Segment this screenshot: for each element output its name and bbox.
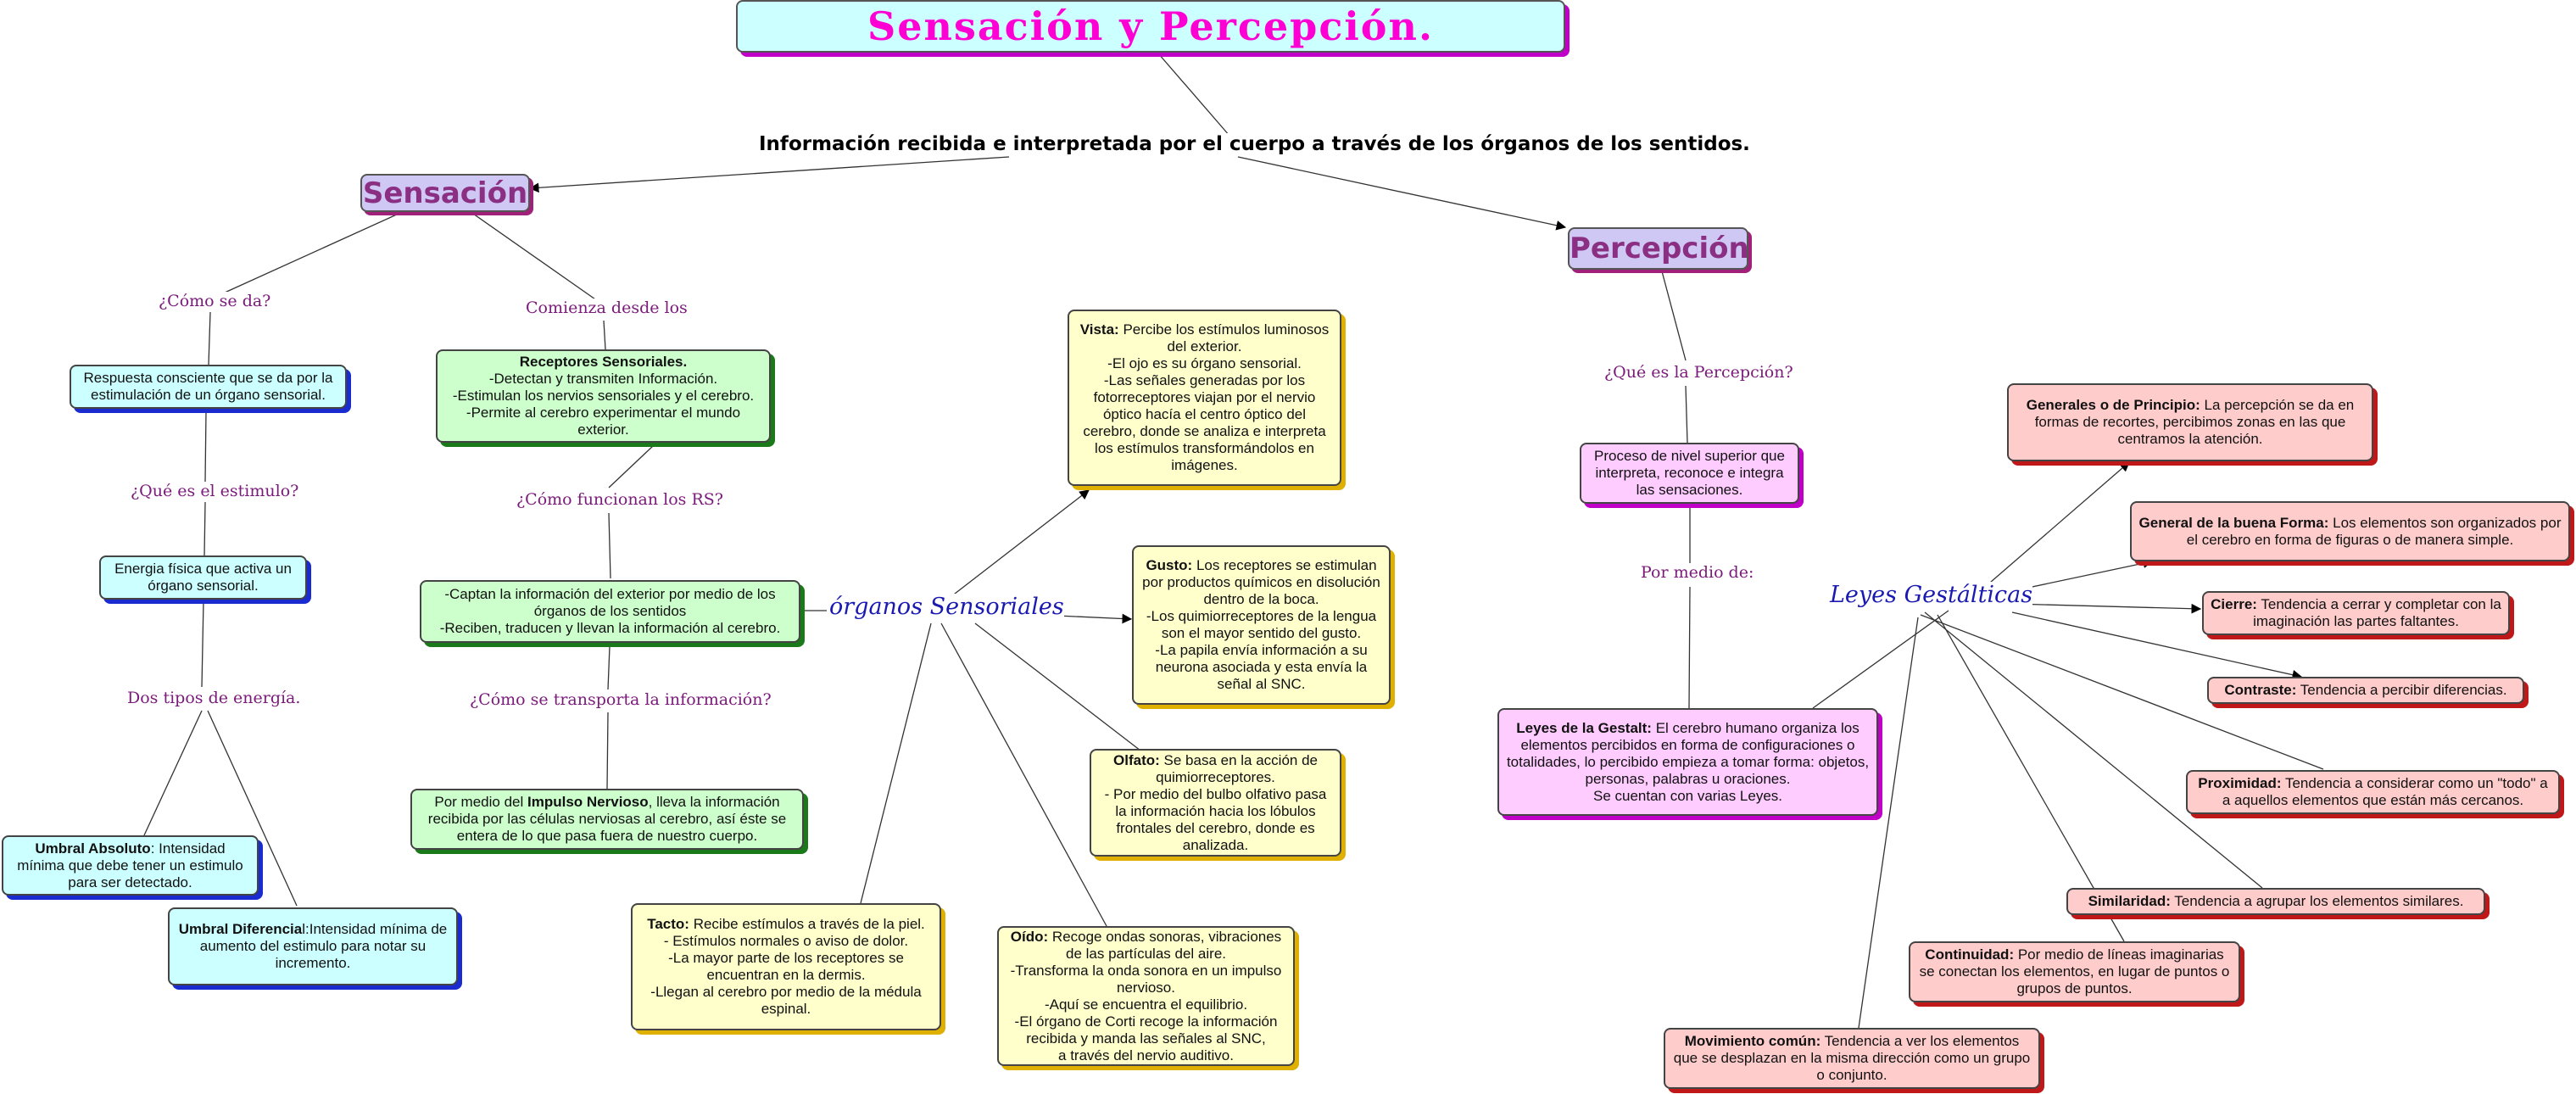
node-leyes-gestalt: Leyes de la Gestalt: El cerebro humano o… xyxy=(1497,708,1878,816)
node-impulso-text: , lleva la información recibida por las … xyxy=(427,794,787,844)
node-oido: Oído: Recoge ondas sonoras, vibraciones … xyxy=(997,926,1295,1066)
node-olfato-label: Olfato: xyxy=(1113,751,1160,768)
node-proceso: Proceso de nivel superior que interpreta… xyxy=(1580,443,1799,504)
node-ley-similaridad-text: Tendencia a agrupar los elementos simila… xyxy=(2170,893,2464,909)
node-captan-text: -Captan la información del exterior por … xyxy=(439,586,781,636)
node-oido-label: Oído: xyxy=(1010,928,1049,945)
node-ley-cierre-label: Cierre: xyxy=(2211,596,2257,612)
node-energia-text: Energia física que activa un órgano sens… xyxy=(114,561,292,594)
node-ley-similaridad: Similaridad: Tendencia a agrupar los ele… xyxy=(2066,888,2485,915)
node-ley-movimiento: Movimiento común: Tendencia a ver los el… xyxy=(1664,1028,2040,1089)
node-impulso-nervioso: Por medio del Impulso Nervioso, lleva la… xyxy=(410,789,804,850)
node-vista: Vista: Percibe los estímulos luminosos d… xyxy=(1068,310,1341,486)
node-tacto: Tacto: Recibe estímulos a través de la p… xyxy=(631,903,941,1030)
node-ley-similaridad-label: Similaridad: xyxy=(2088,893,2171,909)
node-vista-label: Vista: xyxy=(1079,321,1119,338)
node-umbral-diferencial-text: l:Intensidad mínima de aumento del estim… xyxy=(199,921,448,971)
node-impulso-pre: Por medio del xyxy=(434,794,527,810)
node-ley-buena-forma-label: General de la buena Forma: xyxy=(2138,514,2329,531)
node-olfato-text: Se basa en la acción de quimiorreceptore… xyxy=(1104,751,1327,853)
node-ley-generales: Generales o de Principio: La percepción … xyxy=(2007,383,2373,461)
node-ley-contraste: Contraste: Tendencia a percibir diferenc… xyxy=(2207,677,2524,704)
node-ley-proximidad-label: Proximidad: xyxy=(2198,775,2282,791)
node-ley-cierre-text: Tendencia a cerrar y completar con la im… xyxy=(2253,596,2501,629)
node-ley-continuidad-label: Continuidad: xyxy=(1925,946,2015,963)
concept-sensacion: Sensación xyxy=(360,174,530,212)
node-ley-continuidad: Continuidad: Por medio de líneas imagina… xyxy=(1909,941,2240,1002)
node-umbral-absoluto-label: Umbral Absoluto xyxy=(35,840,151,857)
node-ley-continuidad-text: Por medio de líneas imaginarias se conec… xyxy=(1919,946,2230,996)
link-label-que-es-percepcion: ¿Qué es la Percepción? xyxy=(1603,363,1795,382)
node-umbral-absoluto: Umbral Absoluto: Intensidad mínima que d… xyxy=(2,835,259,896)
node-respuesta: Respuesta consciente que se da por la es… xyxy=(70,365,347,409)
link-label-como-funcionan: ¿Cómo funcionan los RS? xyxy=(515,490,725,509)
node-gusto-label: Gusto: xyxy=(1146,557,1193,573)
node-ley-generales-text: La percepción se da en formas de recorte… xyxy=(2034,397,2355,447)
node-receptores-text: -Detectan y transmiten Información. -Est… xyxy=(452,371,755,438)
concept-percepcion: Percepción xyxy=(1568,227,1748,270)
node-ley-cierre: Cierre: Tendencia a cerrar y completar c… xyxy=(2202,591,2510,635)
node-ley-buena-forma-text: Los elementos son organizados por el cer… xyxy=(2186,514,2562,548)
node-impulso-label: Impulso Nervioso xyxy=(527,794,649,810)
link-label-como-transporta: ¿Cómo se transporta la información? xyxy=(468,690,773,709)
node-proceso-text: Proceso de nivel superior que interpreta… xyxy=(1594,448,1785,498)
node-ley-generales-label: Generales o de Principio: xyxy=(2026,397,2200,413)
node-receptores-label: Receptores Sensoriales. xyxy=(519,354,688,370)
hub-organos-sensoriales: órganos Sensoriales xyxy=(829,594,1064,620)
node-olfato: Olfato: Se basa en la acción de quimiorr… xyxy=(1090,749,1341,857)
node-energia: Energia física que activa un órgano sens… xyxy=(99,555,307,600)
node-umbral-diferencial: Umbral Diferencial:Intensidad mínima de … xyxy=(168,907,458,985)
node-captan: -Captan la información del exterior por … xyxy=(420,580,800,643)
node-oido-text: Recoge ondas sonoras, vibraciones de las… xyxy=(1010,928,1282,1063)
node-receptores: Receptores Sensoriales. -Detectan y tran… xyxy=(436,349,771,443)
hub-leyes-gestalticas: Leyes Gestálticas xyxy=(1830,582,2033,608)
definition-text: Información recibida e interpretada por … xyxy=(759,133,1750,155)
link-label-dos-tipos: Dos tipos de energía. xyxy=(125,689,303,707)
link-label-por-medio: Por medio de: xyxy=(1639,563,1756,582)
node-ley-buena-forma: General de la buena Forma: Los elementos… xyxy=(2130,501,2570,561)
node-respuesta-text: Respuesta consciente que se da por la es… xyxy=(83,370,333,403)
node-gusto: Gusto: Los receptores se estimulan por p… xyxy=(1132,545,1391,705)
node-gusto-text: Los receptores se estimulan por producto… xyxy=(1142,557,1380,692)
node-ley-proximidad: Proximidad: Tendencia a considerar como … xyxy=(2186,770,2560,814)
node-leyes-gestalt-text: El cerebro humano organiza los elementos… xyxy=(1506,719,1870,804)
link-label-que-es-estimulo: ¿Qué es el estimulo? xyxy=(129,482,301,500)
node-vista-text: Percibe los estímulos luminosos del exte… xyxy=(1083,321,1330,473)
node-tacto-text: Recibe estímulos a través de la piel. - … xyxy=(650,916,925,1017)
node-ley-proximidad-text: Tendencia a considerar como un "todo" a … xyxy=(2222,775,2548,808)
link-label-comienza: Comienza desde los xyxy=(524,299,689,317)
map-title: Sensación y Percepción. xyxy=(736,0,1565,53)
node-ley-contraste-label: Contraste: xyxy=(2224,682,2297,698)
link-label-como-se-da: ¿Cómo se da? xyxy=(157,292,273,310)
node-tacto-label: Tacto: xyxy=(647,916,689,932)
node-ley-contraste-text: Tendencia a percibir diferencias. xyxy=(2296,682,2507,698)
node-leyes-gestalt-label: Leyes de la Gestalt: xyxy=(1516,719,1652,736)
node-umbral-absoluto-text: : Intensidad mínima que debe tener un es… xyxy=(17,840,243,890)
node-ley-movimiento-text: Tendencia a ver los elementos que se des… xyxy=(1673,1033,2031,1083)
node-ley-movimiento-label: Movimiento común: xyxy=(1684,1033,1821,1049)
node-umbral-diferencial-label: Umbral Diferencia xyxy=(178,921,303,937)
